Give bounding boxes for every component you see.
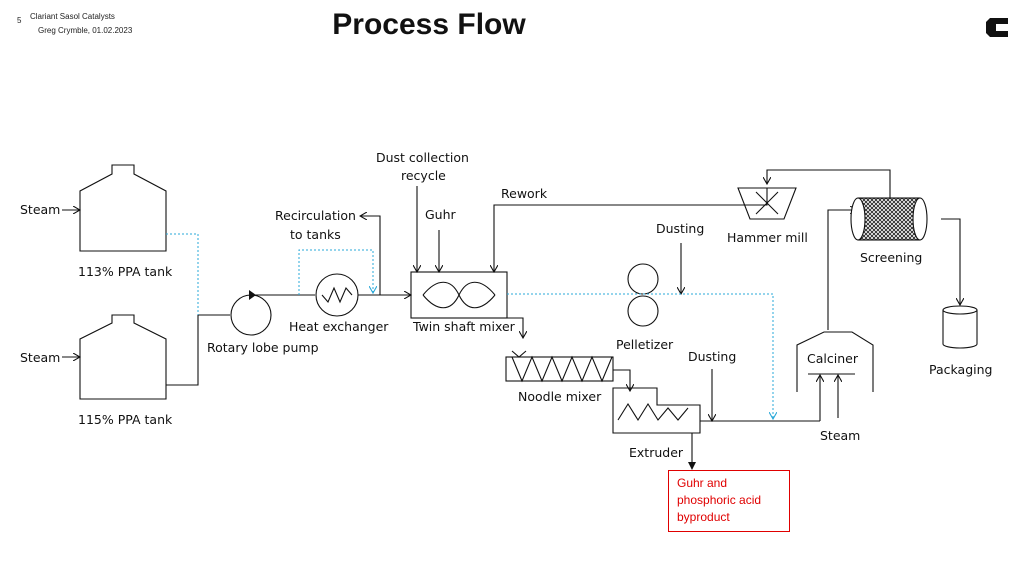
noodle-mixer-shape xyxy=(505,356,614,382)
tank-115-shape xyxy=(79,314,167,400)
byproduct-box: Guhr and phosphoric acid byproduct xyxy=(668,470,790,532)
company-name: Clariant Sasol Catalysts xyxy=(30,12,115,21)
label-heat-exchanger: Heat exchanger xyxy=(289,319,389,334)
label-dusting-top: Dusting xyxy=(656,221,704,236)
rotary-lobe-pump-shape xyxy=(230,294,272,336)
label-extruder: Extruder xyxy=(629,445,684,460)
author-date: Greg Crymble, 01.02.2023 xyxy=(38,26,133,35)
pelletizer-shape-top xyxy=(627,263,659,295)
label-hammer-mill: Hammer mill xyxy=(727,230,808,245)
company-logo-icon xyxy=(986,18,1008,37)
label-steam-top: Steam xyxy=(20,202,60,217)
packaging-shape xyxy=(942,310,978,349)
label-tank-113: 113% PPA tank xyxy=(78,264,173,279)
label-dusting-bottom: Dusting xyxy=(688,349,736,364)
label-packaging: Packaging xyxy=(929,362,992,377)
label-noodle-mixer: Noodle mixer xyxy=(518,389,602,404)
label-tank-115: 115% PPA tank xyxy=(78,412,173,427)
hammer-mill-shape xyxy=(737,187,797,220)
twin-shaft-mixer-shape xyxy=(410,271,508,319)
byproduct-line-2: phosphoric acid xyxy=(677,493,762,507)
byproduct-line-3: byproduct xyxy=(677,510,730,524)
screening-shape xyxy=(857,197,921,241)
label-screening: Screening xyxy=(860,250,922,265)
label-steam-bottom: Steam xyxy=(20,350,60,365)
label-calciner: Calciner xyxy=(807,351,859,366)
page-title: Process Flow xyxy=(332,8,526,41)
extruder-shape xyxy=(612,387,701,434)
calciner-shape xyxy=(796,331,874,392)
label-rotary-pump: Rotary lobe pump xyxy=(207,340,319,355)
label-steam-calciner: Steam xyxy=(820,428,860,443)
label-recirculation-2: to tanks xyxy=(290,227,341,242)
label-twin-shaft-mixer: Twin shaft mixer xyxy=(412,319,516,334)
label-recirculation-1: Recirculation xyxy=(275,208,356,223)
pelletizer-shape-bottom xyxy=(627,295,659,327)
label-dust-collection-2: recycle xyxy=(401,168,446,183)
slide-number: 5 xyxy=(17,16,22,25)
label-guhr: Guhr xyxy=(425,207,457,222)
tank-113-shape xyxy=(79,164,167,252)
label-rework: Rework xyxy=(501,186,548,201)
byproduct-line-1: Guhr and xyxy=(677,476,728,490)
label-dust-collection-1: Dust collection xyxy=(376,150,469,165)
label-pelletizer: Pelletizer xyxy=(616,337,674,352)
